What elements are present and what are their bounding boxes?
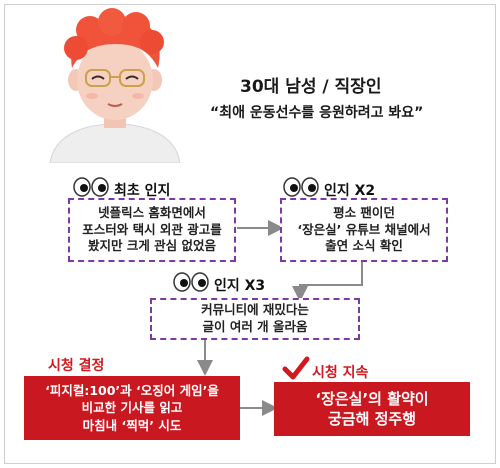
stage2-line: 출연 소식 확인	[325, 238, 403, 254]
stage1-line: 넷플릭스 홈화면에서	[98, 204, 206, 220]
decision-line: ‘피지컬:100’과 ‘오징어 게임’을	[45, 382, 219, 398]
decision-label: 시청 결정	[48, 358, 105, 374]
eyes-icon	[173, 272, 209, 292]
stage1-line: 봤지만 크게 관심 없었음	[87, 238, 217, 254]
diagram-frame	[4, 4, 496, 464]
persona-avatar	[49, 8, 181, 163]
stage1-line: 포스터와 택시 외관 광고를	[82, 221, 222, 237]
stage3-label: 인지 X3	[214, 278, 266, 294]
stage1-label: 최초 인지	[114, 183, 171, 199]
persona-quote: “최애 운동선수를 응원하려고 봐요”	[210, 105, 424, 121]
continue-box: ‘장은실’의 활약이 궁금해 정주행	[274, 382, 470, 436]
stage3-line: 글이 여러 개 올라옴	[202, 319, 308, 334]
stage2-line: 평소 팬이던	[333, 204, 395, 220]
persona-title: 30대 남성 / 직장인	[240, 77, 382, 97]
stage2-label: 인지 X2	[324, 183, 376, 199]
eyes-icon	[73, 177, 109, 197]
continue-label: 시청 지속	[312, 365, 369, 381]
stage1-box: 넷플릭스 홈화면에서 포스터와 택시 외관 광고를 봤지만 크게 관심 없었음	[68, 198, 236, 262]
stage2-line: ‘장은실’ 유튜브 채널에서	[297, 221, 431, 237]
check-icon	[282, 356, 310, 380]
continue-line: ‘장은실’의 활약이	[315, 389, 429, 408]
stage3-line: 커뮤니티에 재밌다는	[201, 302, 309, 318]
decision-box: ‘피지컬:100’과 ‘오징어 게임’을 비교한 기사를 읽고 마침내 ‘찍먹’…	[24, 376, 240, 440]
decision-line: 마침내 ‘찍먹’ 시도	[82, 417, 182, 433]
stage3-box: 커뮤니티에 재밌다는 글이 여러 개 올라옴	[150, 298, 360, 340]
continue-line: 궁금해 정주행	[327, 410, 417, 428]
eyes-icon	[283, 177, 319, 197]
decision-line: 비교한 기사를 읽고	[81, 400, 183, 416]
stage2-box: 평소 팬이던 ‘장은실’ 유튜브 채널에서 출연 소식 확인	[280, 198, 448, 262]
